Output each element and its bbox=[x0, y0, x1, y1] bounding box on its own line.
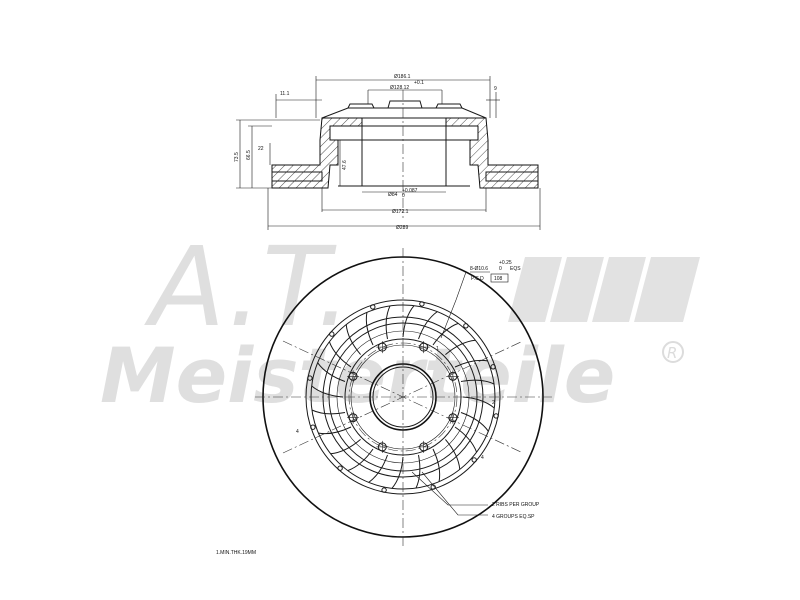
vane-rib bbox=[460, 412, 489, 432]
vane-rib bbox=[445, 439, 461, 470]
rib-label-4: 4 bbox=[296, 429, 299, 435]
vane-peg bbox=[493, 413, 499, 419]
note-groups: 4 GROUPS EQ.SP bbox=[492, 514, 535, 520]
watermark-stripes bbox=[508, 257, 700, 322]
vane-rib bbox=[402, 305, 415, 338]
vane-rib bbox=[445, 339, 476, 355]
dim-hat-depth: 47.6 bbox=[342, 160, 348, 170]
vane-rib bbox=[454, 359, 488, 368]
plan-view: 8-Ø10.6 +0.25 0 EQS P.C.D 108 1 2 3 4 4 … bbox=[255, 248, 552, 548]
registered-letter: R bbox=[667, 344, 677, 362]
bolt-holes bbox=[347, 341, 459, 453]
vane-rib bbox=[460, 379, 495, 385]
vane-rib bbox=[385, 305, 391, 340]
section-hatch-left bbox=[271, 117, 363, 189]
dim-bore-tol: +0.087 bbox=[402, 188, 418, 194]
rib-label-1: 1 bbox=[436, 346, 439, 352]
watermark-brand: Meisterteile bbox=[100, 331, 615, 420]
bolt-holes-spec: 8-Ø10.6 bbox=[470, 266, 488, 272]
vane-rib bbox=[454, 426, 478, 453]
vane-rib bbox=[415, 454, 421, 489]
vane-rib bbox=[368, 454, 388, 483]
dim-outer-diameter: Ø186.1 bbox=[394, 74, 411, 80]
vane-peg bbox=[329, 331, 335, 337]
dim-hat-offset-left: 11.1 bbox=[280, 91, 290, 97]
dim-hat-diameter-tol: +0.1 bbox=[414, 80, 424, 86]
vane-peg bbox=[307, 375, 313, 381]
vane-peg bbox=[370, 304, 376, 310]
dim-disc-diameter: Ø289 bbox=[396, 225, 408, 231]
rib-label-4b: 4 bbox=[481, 455, 484, 461]
note-min-thickness: 1.MIN.THK.19MM bbox=[216, 550, 256, 556]
vane-rib bbox=[365, 312, 374, 346]
vane-peg bbox=[430, 484, 436, 490]
watermark: A.T. Meisterteile R bbox=[100, 223, 700, 420]
rib-label-2: 2 bbox=[492, 400, 495, 406]
vane-rib bbox=[347, 448, 374, 472]
vane-rib bbox=[432, 322, 459, 346]
section-hatch-right bbox=[445, 117, 539, 189]
vane-peg bbox=[310, 424, 316, 430]
pcd-label: P.C.D bbox=[471, 276, 484, 282]
vane-rib bbox=[330, 439, 361, 455]
vane-rib bbox=[391, 456, 404, 489]
dim-inner-diameter: Ø172.1 bbox=[392, 209, 409, 215]
vane-peg bbox=[490, 364, 496, 370]
note-ribs-per-group: 2 RIBS PER GROUP bbox=[492, 502, 540, 508]
vane-rib bbox=[318, 426, 352, 435]
pcd-value: 108 bbox=[494, 276, 503, 282]
dim-bore-tol-low: 0 bbox=[402, 193, 405, 199]
vane-peg bbox=[419, 301, 425, 307]
section-view: Ø186.1 Ø128.12 +0.1 11.1 9 73.5 66.5 22 … bbox=[234, 74, 541, 231]
registered-mark bbox=[662, 341, 684, 363]
dim-bore-diameter: Ø84 bbox=[388, 192, 398, 198]
dim-step-height: 22 bbox=[258, 146, 264, 152]
bolt-holes-tol: +0.25 bbox=[499, 260, 512, 266]
vane-rib bbox=[432, 448, 441, 482]
dim-hat-diameter: Ø128.12 bbox=[390, 85, 409, 91]
bolt-eqs: EQS bbox=[510, 266, 521, 272]
vane-peg bbox=[337, 465, 343, 471]
vane-peg bbox=[471, 457, 477, 463]
dim-overall-height: 73.5 bbox=[234, 152, 240, 162]
vane-rib bbox=[311, 385, 344, 398]
vane-rib bbox=[311, 409, 346, 415]
vane-ribs bbox=[307, 301, 499, 493]
vane-rib bbox=[317, 362, 346, 382]
dim-hat-offset-right: 9 bbox=[494, 86, 497, 92]
dim-disc-height: 66.5 bbox=[246, 150, 252, 160]
vane-rib bbox=[462, 396, 495, 409]
vane-rib bbox=[418, 311, 438, 340]
vane-peg bbox=[381, 487, 387, 493]
bolt-holes-tol-low: 0 bbox=[499, 266, 502, 272]
vane-rib bbox=[345, 324, 361, 355]
vane-peg bbox=[463, 323, 469, 329]
vane-rib bbox=[328, 341, 352, 368]
